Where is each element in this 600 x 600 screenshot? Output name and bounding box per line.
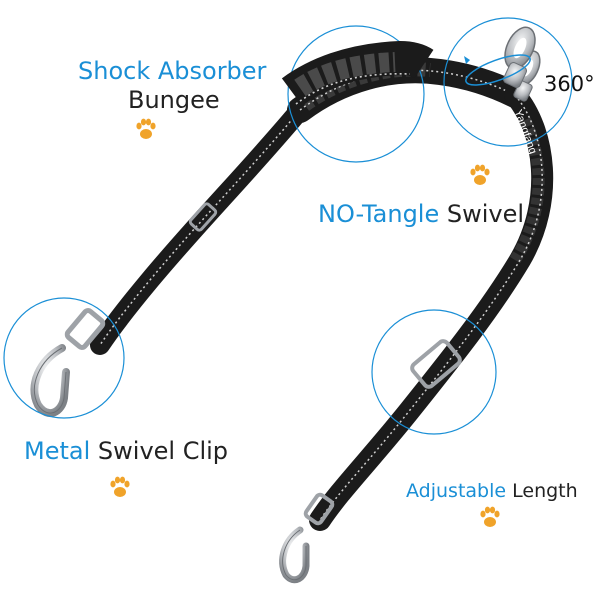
zoom-circle-adjuster	[371, 309, 497, 435]
bottom-snap-clip	[279, 492, 335, 584]
left-adjuster-buckle	[188, 202, 218, 232]
adjustable-label: Adjustable Length	[406, 477, 578, 505]
left-strap	[90, 100, 310, 355]
left-snap-clip	[30, 308, 106, 418]
zoom-circle-clip	[3, 297, 125, 419]
shock-absorber-label: Shock Absorber	[78, 57, 266, 85]
paw-print-icon	[470, 164, 490, 185]
no-tangle-label: NO-Tangle Swivel	[318, 200, 524, 228]
bungee-label: Bungee	[128, 86, 220, 114]
bungee-text: Bungee	[128, 86, 220, 114]
swivel-text: Swivel	[446, 200, 525, 228]
metal-clip-label: Metal Swivel Clip	[24, 437, 228, 465]
length-text: Length	[512, 480, 578, 502]
metal-title: Metal	[24, 437, 91, 465]
adjustable-title: Adjustable	[406, 480, 507, 502]
rotation-degree-label: 360°	[544, 72, 595, 96]
right-strap	[309, 84, 554, 531]
paw-print-icon	[110, 476, 130, 497]
shock-absorber-title: Shock Absorber	[78, 57, 267, 85]
paw-print-icon	[136, 118, 156, 139]
zoom-circle-bungee	[281, 25, 434, 163]
swivel-clip-text: Swivel Clip	[97, 437, 229, 465]
paw-print-icon	[480, 506, 500, 527]
zoom-circle-swivel	[443, 17, 573, 147]
no-tangle-title: NO-Tangle	[318, 200, 440, 228]
